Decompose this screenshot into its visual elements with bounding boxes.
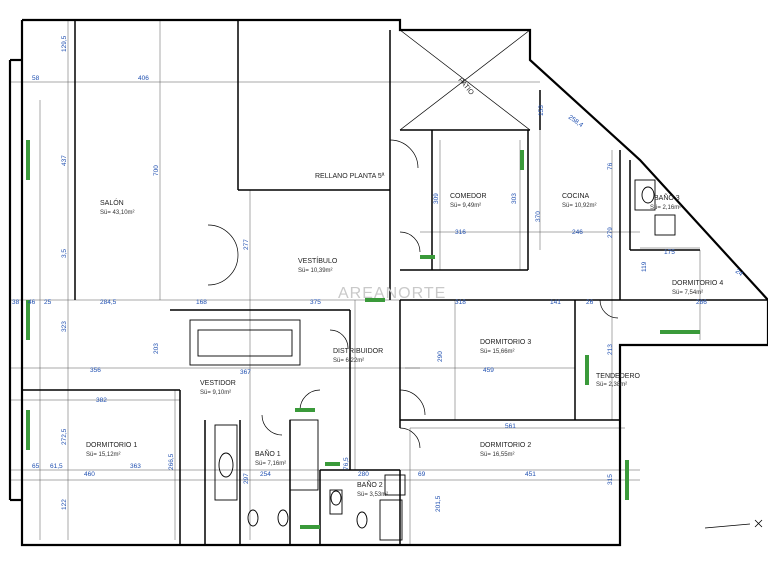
dimension-label: 370 [535, 211, 542, 222]
dimension-label: 318 [455, 299, 466, 306]
room-label-bano1: BAÑO 1 [255, 449, 281, 458]
dimension-label: 122 [61, 499, 68, 510]
room-area-dormitorio4: Sü= 7,54m² [672, 290, 703, 296]
room-label-salon: SALÓN [100, 198, 124, 207]
dimension-label: 279 [607, 227, 614, 238]
dimension-label: 561 [505, 423, 516, 430]
room-label-dormitorio2: DORMITORIO 2 [480, 442, 531, 449]
dimension-label: 266,5 [168, 453, 175, 470]
dimension-label: 213 [607, 344, 614, 355]
dimension-label: 3,5 [61, 249, 68, 258]
dimension-label: 61,5 [50, 463, 63, 470]
room-label-bano3: BAÑO 3 [654, 193, 680, 202]
room-area-bano2: Sü= 3,53m² [357, 492, 388, 498]
dimension-label: 460 [84, 471, 95, 478]
dimension-label: 38 [12, 299, 20, 306]
room-area-comedor: Sü= 9,49m² [450, 203, 481, 209]
dimension-label: 700 [153, 165, 160, 176]
dimension-label: 58 [32, 75, 40, 82]
dimension-label: 254 [260, 471, 271, 478]
dimension-label: 201,5 [435, 495, 442, 512]
dimension-label: 309 [433, 193, 440, 204]
dimension-label: 246 [572, 229, 583, 236]
room-label-bano2: BAÑO 2 [357, 480, 383, 489]
room-label-dormitorio1: DORMITORIO 1 [86, 442, 137, 449]
room-area-vestidor: Sü= 9,10m² [200, 390, 231, 396]
room-area-tendedero: Sü= 2,38m² [596, 382, 627, 388]
room-labels: SALÓN Sü= 43,10m² RELLANO PLANTA 5ª COME… [86, 77, 723, 498]
dimension-label: 168 [196, 299, 207, 306]
dimension-label: 382 [96, 397, 107, 404]
patio-lines [399, 29, 531, 131]
dimension-label: 153 [538, 105, 545, 116]
dimension-label: 258,4 [567, 114, 585, 129]
dimension-label: 437 [61, 155, 68, 166]
dimension-label: 26 [586, 299, 594, 306]
dimension-label: 69 [418, 471, 426, 478]
dimension-label: 129,5 [61, 35, 68, 52]
room-area-salon: Sü= 43,10m² [100, 210, 135, 216]
dimension-label: 356 [90, 367, 101, 374]
room-area-distribuidor: Sü= 6,22m² [333, 358, 364, 364]
room-area-vestibulo: Sü= 10,39m² [298, 268, 333, 274]
dimension-label: 76 [607, 162, 614, 170]
dimension-label: 406 [138, 75, 149, 82]
dimension-label: 316 [455, 229, 466, 236]
dimension-label: 203 [153, 343, 160, 354]
room-area-cocina: Sü= 10,92m² [562, 203, 597, 209]
dimension-label: 76,5 [343, 457, 350, 470]
dimension-label: 46 [28, 299, 36, 306]
dimension-label: 375 [310, 299, 321, 306]
room-label-vestibulo: VESTÍBULO [298, 256, 338, 265]
dimension-label: 25 [44, 299, 52, 306]
dimension-label: 65 [32, 463, 40, 470]
dimension-label: 24 [734, 268, 744, 278]
watermark: AREANORTE [338, 285, 446, 302]
dimension-label: 272,5 [61, 428, 68, 445]
room-area-dormitorio3: Sü= 15,66m² [480, 349, 515, 355]
room-area-bano3: Sü= 2,16m² [650, 205, 681, 211]
dimension-label: 119 [641, 261, 648, 272]
dimension-label: 290 [437, 351, 444, 362]
door-swings [207, 139, 619, 449]
dimension-label: 141 [550, 299, 561, 306]
dimension-labels: 129,5 58 406 437 700 3,5 38 46 25 284,5 … [12, 35, 744, 512]
room-area-dormitorio2: Sü= 16,55m² [480, 452, 515, 458]
windows [26, 140, 700, 529]
room-label-comedor: COMEDOR [450, 193, 487, 200]
interior-walls [22, 20, 768, 545]
room-label-rellano: RELLANO PLANTA 5ª [315, 173, 385, 180]
bath-fixtures [189, 179, 676, 541]
exterior-walls [8, 18, 768, 547]
dimension-label: 315 [607, 474, 614, 485]
room-label-dormitorio3: DORMITORIO 3 [480, 339, 531, 346]
dimension-lines [10, 20, 768, 545]
dimension-label: 363 [130, 463, 141, 470]
dimension-label: 297 [243, 473, 250, 484]
dimension-label: 175 [664, 249, 675, 256]
room-label-cocina: COCINA [562, 193, 590, 200]
dimension-label: 323 [61, 321, 68, 332]
room-label-tendedero: TENDEDERO [596, 373, 641, 380]
room-label-dormitorio4: DORMITORIO 4 [672, 280, 723, 287]
room-label-distribuidor: DISTRIBUIDOR [333, 348, 383, 355]
dimension-label: 303 [511, 193, 518, 204]
dimension-label: 367 [240, 369, 251, 376]
dimension-label: 459 [483, 367, 494, 374]
dimension-label: 451 [525, 471, 536, 478]
dimension-label: 280 [358, 471, 369, 478]
north-arrow-icon [704, 519, 763, 529]
dimension-label: 277 [243, 239, 250, 250]
room-label-vestidor: VESTIDOR [200, 380, 236, 387]
room-area-dormitorio1: Sü= 15,12m² [86, 452, 121, 458]
dimension-label: 286 [696, 299, 707, 306]
room-area-bano1: Sü= 7,16m² [255, 461, 286, 467]
dimension-label: 284,5 [100, 299, 117, 306]
